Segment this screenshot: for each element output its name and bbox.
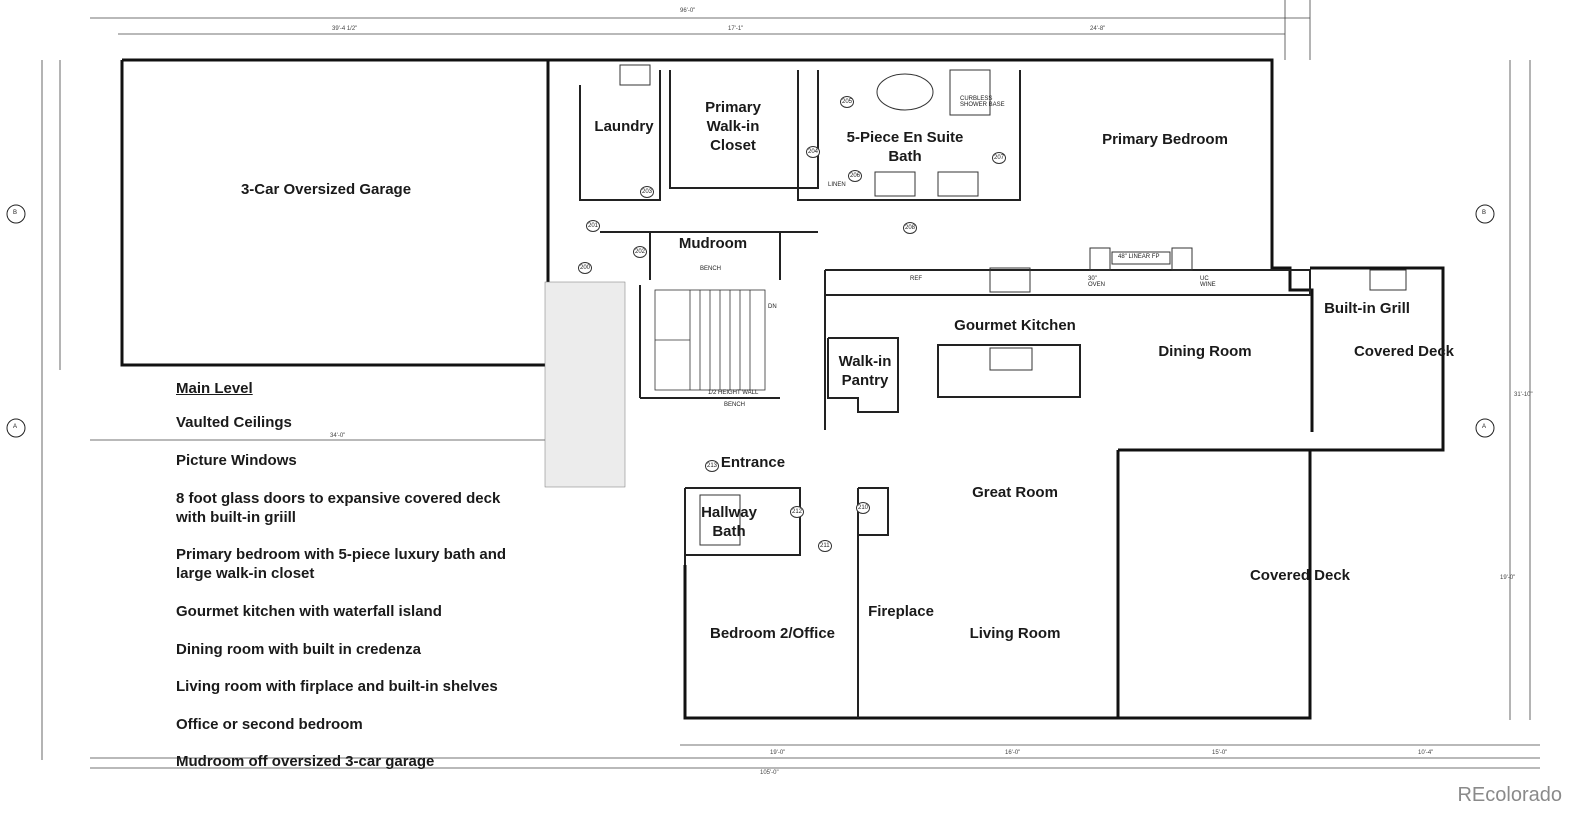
room-label-built-in-grill: Built-in Grill bbox=[1324, 300, 1410, 317]
feature-item: 8 foot glass doors to expansive covered … bbox=[176, 489, 536, 527]
dim-seg-bottom-4: 10'-4" bbox=[1418, 750, 1434, 756]
door-tag: 200 bbox=[578, 262, 593, 274]
oven-label: 30" OVEN bbox=[1088, 276, 1106, 288]
door-tag: 201 bbox=[586, 220, 601, 232]
features-heading: Main Level bbox=[176, 380, 253, 397]
dim-overall-top: 96'-0" bbox=[680, 8, 696, 14]
room-label-laundry: Laundry bbox=[594, 118, 654, 135]
hatched-stoop bbox=[544, 281, 626, 488]
room-label-dining-room: Dining Room bbox=[1158, 343, 1252, 360]
dim-seg-bottom-1: 19'-0" bbox=[770, 750, 786, 756]
door-tag: 213 bbox=[705, 460, 720, 472]
dim-seg-bottom-2: 16'-0" bbox=[1005, 750, 1021, 756]
bench-stair-label: BENCH bbox=[724, 402, 746, 408]
feature-text: Vaulted Ceilings bbox=[176, 414, 292, 431]
fixtures bbox=[619, 64, 1407, 546]
door-tag: 210 bbox=[856, 502, 871, 514]
ref-label: REF bbox=[910, 276, 922, 282]
dim-seg-top-1: 39'-4 1/2" bbox=[332, 26, 358, 32]
stairs bbox=[654, 289, 766, 391]
dim-seg-top-3: 24'-8" bbox=[1090, 26, 1106, 32]
room-label-walkin-closet: Primary Walk-in Closet bbox=[705, 99, 761, 154]
linear-fp-label: 48" LINEAR FP bbox=[1118, 254, 1160, 260]
door-tag: 207 bbox=[992, 152, 1007, 164]
bench-mudroom-label: BENCH bbox=[700, 266, 722, 272]
curbless-shower-label: CURBLESS SHOWER BASE bbox=[960, 96, 1005, 108]
door-tag: 208 bbox=[903, 222, 918, 234]
feature-text: Picture Windows bbox=[176, 452, 297, 469]
feature-text: Gourmet kitchen with waterfall island bbox=[176, 603, 442, 620]
door-tag: 202 bbox=[633, 246, 648, 258]
room-label-living-room: Living Room bbox=[969, 625, 1061, 642]
interior-walls bbox=[579, 70, 1311, 718]
feature-text: 8 foot glass doors to expansive covered … bbox=[176, 490, 501, 526]
room-label-mudroom: Mudroom bbox=[678, 235, 748, 252]
room-label-entrance: Entrance bbox=[720, 454, 786, 471]
room-label-hallway-bath: Hallway Bath bbox=[701, 504, 757, 540]
dim-seg-top-2: 17'-1" bbox=[728, 26, 744, 32]
door-tag: 203 bbox=[640, 186, 655, 198]
door-tag: 205 bbox=[840, 96, 855, 108]
feature-item: Picture Windows bbox=[176, 451, 536, 470]
watermark: REcolorado bbox=[1457, 784, 1562, 806]
dim-overall-bottom: 105'-0" bbox=[760, 770, 779, 776]
feature-text: Living room with firplace and built-in s… bbox=[176, 678, 498, 695]
dim-seg-bottom-3: 15'-0" bbox=[1212, 750, 1228, 756]
room-label-garage: 3-Car Oversized Garage bbox=[240, 181, 412, 198]
feature-item: Living room with firplace and built-in s… bbox=[176, 677, 536, 696]
feature-item: Primary bedroom with 5-piece luxury bath… bbox=[176, 545, 536, 583]
half-wall-label: 1/2 HEIGHT WALL bbox=[708, 390, 759, 396]
section-marker-b-left: B bbox=[13, 210, 18, 216]
room-label-fireplace: Fireplace bbox=[868, 603, 934, 620]
room-label-great-room: Great Room bbox=[972, 484, 1058, 501]
section-marker-a-right: A bbox=[1482, 424, 1487, 430]
feature-text: Office or second bedroom bbox=[176, 716, 363, 733]
stair-dn-label: DN bbox=[768, 304, 777, 310]
feature-item: Vaulted Ceilings bbox=[176, 413, 536, 432]
room-label-bedroom2: Bedroom 2/Office bbox=[709, 625, 836, 642]
room-label-covered-deck-lower: Covered Deck bbox=[1249, 567, 1351, 584]
uc-wine-label: UC WINE bbox=[1200, 276, 1216, 288]
feature-item: Gourmet kitchen with waterfall island bbox=[176, 602, 536, 621]
door-tag: 204 bbox=[806, 146, 821, 158]
dim-right-2: 19'-0" bbox=[1500, 575, 1516, 581]
room-label-walkin-pantry: Walk-in Pantry bbox=[838, 353, 892, 389]
section-marker-b-right: B bbox=[1482, 210, 1487, 216]
room-label-gourmet-kitchen: Gourmet Kitchen bbox=[954, 317, 1076, 334]
door-tag: 206 bbox=[848, 170, 863, 182]
room-label-primary-bedroom: Primary Bedroom bbox=[1102, 131, 1228, 148]
section-marker-a-left: A bbox=[13, 424, 18, 430]
feature-item: Mudroom off oversized 3-car garage bbox=[176, 752, 536, 771]
section-markers bbox=[6, 204, 1495, 438]
dim-left-1: 34'-0" bbox=[330, 433, 346, 439]
room-label-ensuite: 5-Piece En Suite Bath bbox=[846, 129, 964, 165]
feature-item: Office or second bedroom bbox=[176, 715, 536, 734]
dim-right-1: 31'-10" bbox=[1514, 392, 1533, 398]
door-tag: 211 bbox=[818, 540, 832, 552]
feature-text: Dining room with built in credenza bbox=[176, 641, 422, 658]
room-label-covered-deck-upper: Covered Deck bbox=[1353, 343, 1455, 360]
linen-label: LINEN bbox=[828, 182, 846, 188]
feature-item: Dining room with built in credenza bbox=[176, 640, 536, 659]
feature-text: Primary bedroom with 5-piece luxury bath… bbox=[176, 546, 507, 582]
feature-text: Mudroom off oversized 3-car garage bbox=[176, 753, 435, 770]
door-tag: 212 bbox=[790, 506, 805, 518]
dimension-lines bbox=[41, 0, 1540, 769]
